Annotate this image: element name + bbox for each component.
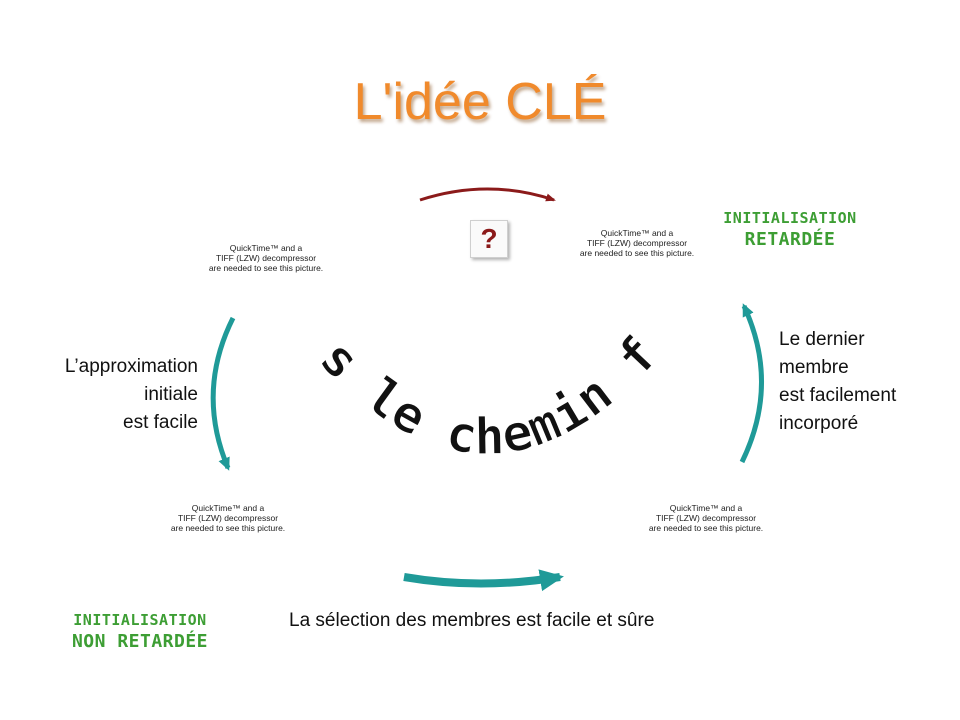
quicktime-placeholder-top-right: QuickTime™ and a TIFF (LZW) decompressor… xyxy=(579,228,695,258)
note-approximation-initiale: L’approximation initiale est facile xyxy=(64,356,198,433)
left-arrow xyxy=(210,316,236,471)
quicktime-placeholder-bottom-right: QuickTime™ and a TIFF (LZW) decompressor… xyxy=(648,503,764,533)
note-selection-membres: La sélection des membres est facile et s… xyxy=(289,610,655,631)
quicktime-placeholder-top-left: QuickTime™ and a TIFF (LZW) decompressor… xyxy=(208,243,324,273)
page-title: L'idée CLÉ xyxy=(353,73,607,131)
quicktime-placeholder-bottom-left: QuickTime™ and a TIFF (LZW) decompressor… xyxy=(170,503,286,533)
top-arrow xyxy=(419,187,556,202)
question-mark-box: ? xyxy=(470,220,508,258)
note-dernier-membre: Le dernier membre est facilement incorpo… xyxy=(779,329,897,434)
bottom-arrow xyxy=(403,569,564,592)
label-initialisation-retardee: Initialisation retardée xyxy=(723,209,857,250)
right-arrow xyxy=(739,303,764,464)
label-initialisation-non-retardee: Initialisation non retardée xyxy=(71,611,209,652)
